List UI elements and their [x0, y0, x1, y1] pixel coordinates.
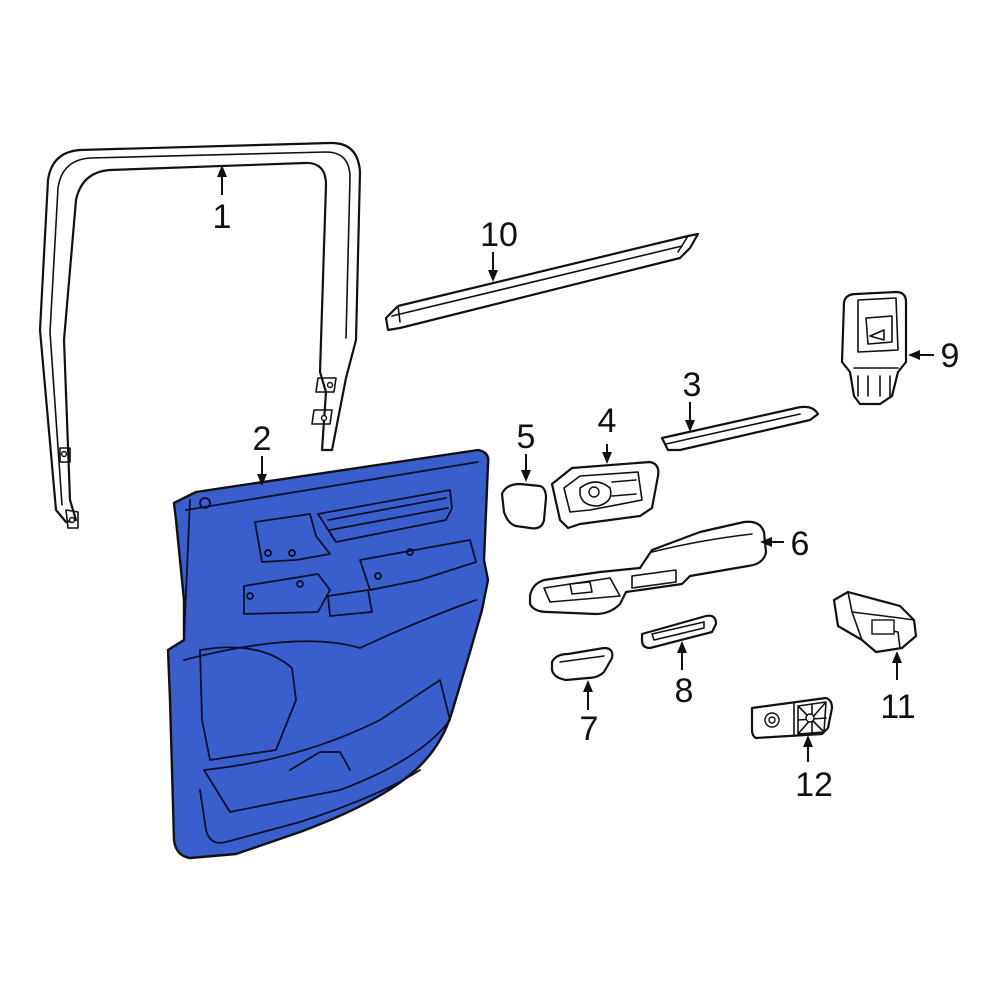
callout-label-1: 1 [213, 198, 232, 236]
callout-5: 5 [517, 418, 536, 482]
callout-label-12: 12 [795, 766, 833, 804]
part-5-cover[interactable] [500, 482, 548, 530]
callout-label-2: 2 [253, 420, 272, 458]
callout-10: 10 [480, 216, 518, 282]
callout-2: 2 [253, 420, 272, 486]
callout-label-10: 10 [480, 216, 518, 254]
callout-label-9: 9 [941, 337, 960, 375]
callout-label-3: 3 [683, 366, 702, 404]
callout-label-7: 7 [580, 710, 599, 748]
callout-label-5: 5 [517, 418, 536, 456]
part-11-module[interactable] [832, 590, 918, 654]
trim-panel-body [166, 448, 490, 860]
part-4-inside-handle[interactable] [550, 460, 660, 530]
callout-9: 9 [908, 337, 959, 375]
callout-11: 11 [880, 651, 916, 726]
part-9-switch[interactable] [840, 290, 908, 406]
callout-label-4: 4 [598, 402, 617, 440]
part-1-weatherstrip[interactable] [38, 141, 362, 529]
callout-label-6: 6 [791, 525, 810, 563]
callout-3: 3 [683, 366, 702, 432]
part-3-trim-strip[interactable] [660, 405, 820, 452]
part-7-pull-cup[interactable] [550, 646, 614, 682]
callout-6: 6 [760, 525, 809, 563]
callout-12: 12 [795, 735, 833, 804]
callout-label-8: 8 [675, 672, 694, 710]
callout-1: 1 [213, 165, 232, 236]
part-8-bezel[interactable] [640, 614, 718, 650]
part-6-armrest[interactable] [528, 520, 768, 616]
callout-7: 7 [580, 680, 599, 748]
callout-label-11: 11 [880, 688, 915, 726]
callout-4: 4 [598, 402, 617, 464]
part-10-belt-molding[interactable] [384, 232, 700, 332]
part-2-door-trim-panel[interactable] [166, 448, 490, 860]
callout-8: 8 [675, 641, 694, 710]
part-12-switch-block[interactable] [750, 696, 834, 740]
